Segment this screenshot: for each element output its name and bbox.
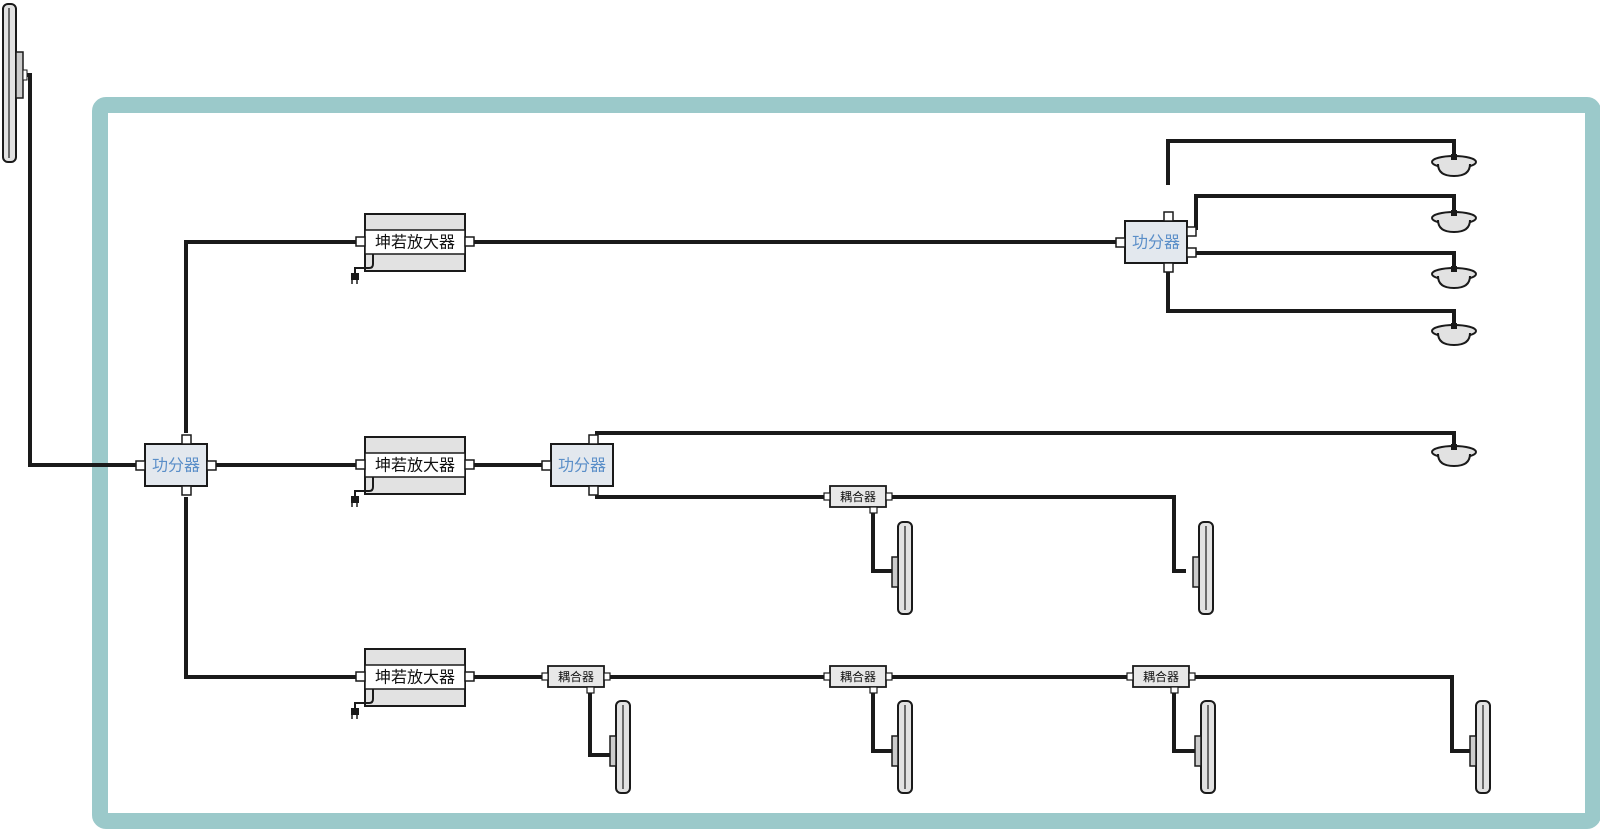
outdoor-antenna [2,3,28,163]
ceiling-antenna-icon [1431,444,1477,468]
cable-coupler-to-wall-antenna-2 [884,495,1186,573]
feed-cable [25,73,140,467]
cable-coupler-3-to-wall-antenna-5 [1172,692,1196,753]
cable-coupler-3-to-wall-antenna-6 [1186,675,1470,753]
coupler-branch-3-3-label: 耦合器 [1143,669,1179,684]
ceiling-antenna-4 [1431,323,1477,347]
coupler-branch-2: 耦合器 [823,485,893,514]
ceiling-antenna-3 [1431,266,1477,290]
amplifier-1-label: 坤若放大器 [375,233,455,252]
cable-to-amplifier-3 [184,497,360,679]
wall-antenna-5 [1194,700,1216,794]
coupler-branch-2-label: 耦合器 [840,489,876,504]
power-plug-icon [351,254,374,284]
splitter-main-label: 功分器 [152,456,200,475]
panel-antenna-icon [1192,521,1214,615]
ceiling-antenna-icon [1431,210,1477,234]
coupler-branch-3-3: 耦合器 [1126,665,1196,694]
ceiling-antenna-1 [1431,154,1477,178]
wall-antenna-6 [1469,700,1491,794]
coupler-branch-3-1: 耦合器 [541,665,611,694]
wall-antenna-2 [1192,521,1214,615]
splitter-branch-2: 功分器 [541,434,614,496]
power-plug-icon [351,477,374,507]
ceiling-antenna-icon [1431,154,1477,178]
amplifier-2-label: 坤若放大器 [375,456,455,475]
cable-network [25,73,1470,757]
amplifier-3-label: 坤若放大器 [375,668,455,687]
splitter-branch-1-label: 功分器 [1132,233,1180,252]
panel-antenna-icon [891,700,913,794]
ceiling-antenna-5 [1431,444,1477,468]
panel-antenna-icon [1469,700,1491,794]
coupler-branch-3-2-label: 耦合器 [840,669,876,684]
cable-to-ceiling-antenna-1 [1166,139,1456,185]
coupler-branch-3-2: 耦合器 [823,665,893,694]
cable-coupler-1-to-wall-antenna-3 [588,692,616,757]
cable-to-amplifier-1 [184,240,360,433]
cable-to-ceiling-antenna-3 [1196,251,1456,267]
panel-antenna-icon [891,521,913,615]
ceiling-antenna-icon [1431,266,1477,290]
cable-to-ceiling-antenna-2 [1194,194,1456,230]
amplifier-3: 坤若放大器 [351,648,475,719]
panel-antenna-icon [2,3,28,163]
amplifier-1: 坤若放大器 [351,213,475,284]
panel-antenna-icon [609,700,631,794]
ceiling-antenna-icon [1431,323,1477,347]
cable-to-ceiling-antenna-5 [595,431,1456,445]
cable-coupler-to-wall-antenna-1 [871,512,893,573]
cable-coupler-2-to-wall-antenna-4 [871,692,893,753]
panel-antenna-icon [1194,700,1216,794]
power-plug-icon [351,689,374,719]
splitter-branch-2-label: 功分器 [558,456,606,475]
wall-antenna-1 [891,521,913,615]
splitter-main: 功分器 [135,434,217,496]
wall-antenna-4 [891,700,913,794]
amplifier-2: 坤若放大器 [351,436,475,507]
coupler-branch-3-1-label: 耦合器 [558,669,594,684]
wall-antenna-3 [609,700,631,794]
cable-to-ceiling-antenna-4 [1166,271,1456,324]
ceiling-antenna-2 [1431,210,1477,234]
splitter-branch-1: 功分器 [1115,211,1197,273]
